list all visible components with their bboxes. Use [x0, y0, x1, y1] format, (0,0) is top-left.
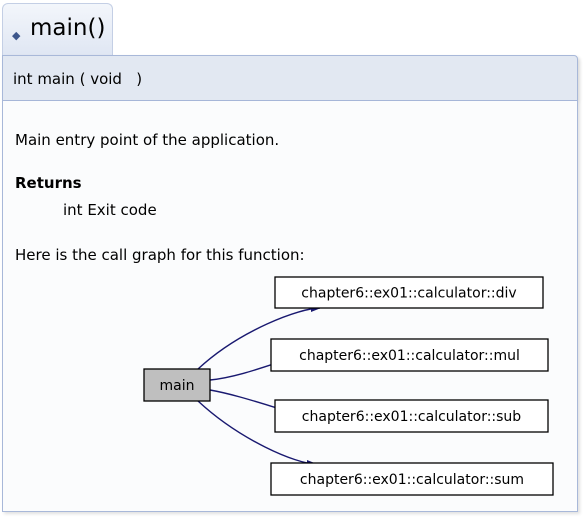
- diamond-icon: ◆: [12, 29, 21, 42]
- brief-description: Main entry point of the application.: [15, 131, 280, 149]
- callee-node[interactable]: chapter6::ex01::calculator::mul: [270, 338, 549, 372]
- call-nodes: main chapter6::ex01::calculator::divchapt…: [143, 276, 554, 496]
- callee-node-label: chapter6::ex01::calculator::sum: [300, 472, 524, 488]
- returns-value: int Exit code: [63, 201, 157, 219]
- root-node-main-label: main: [160, 378, 195, 394]
- callee-node[interactable]: chapter6::ex01::calculator::div: [274, 276, 544, 309]
- callgraph-intro: Here is the call graph for this function…: [15, 246, 305, 264]
- root-node-main[interactable]: main: [143, 368, 211, 402]
- returns-heading: Returns: [15, 174, 82, 192]
- callee-node-label: chapter6::ex01::calculator::mul: [299, 348, 520, 364]
- callee-node[interactable]: chapter6::ex01::calculator::sub: [274, 399, 549, 433]
- callee-node-label: chapter6::ex01::calculator::sub: [302, 409, 522, 425]
- function-prototype: int main ( void ): [2, 55, 578, 101]
- callee-node[interactable]: chapter6::ex01::calculator::sum: [270, 462, 554, 496]
- member-tab: ◆ main(): [2, 3, 113, 56]
- member-title: main(): [30, 15, 106, 41]
- callee-node-label: chapter6::ex01::calculator::div: [301, 286, 516, 302]
- function-signature: int main ( void ): [13, 70, 143, 88]
